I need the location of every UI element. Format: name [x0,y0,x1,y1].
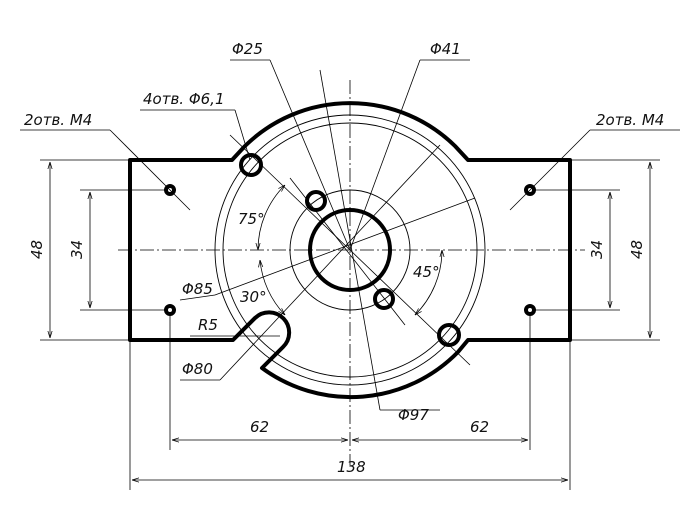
label-m4-right: 2отв. M4 [596,111,665,129]
center-lines [118,80,585,465]
circle-phi41 [289,189,411,311]
dim-62-left: 62 [250,418,270,436]
label-phi41: Φ41 [430,40,461,58]
label-phi97: Φ97 [398,406,429,424]
construction-circles [214,114,486,386]
label-r5: R5 [198,316,218,334]
label-phi85: Φ85 [182,280,213,298]
dim-62-right: 62 [470,418,490,436]
dimension-lines [40,159,660,490]
main-bore [308,208,392,292]
label-angle-75: 75° [238,210,265,228]
label-phi25: Φ25 [232,40,263,58]
angle-arcs [258,185,442,315]
dim-48-right: 48 [628,239,647,260]
label-angle-30: 30° [240,288,267,306]
label-m4-left: 2отв. M4 [24,111,93,129]
label-phi80: Φ80 [182,360,213,378]
circle-phi85 [214,114,486,386]
part-outline [128,101,572,400]
dim-48-left: 48 [28,239,47,260]
dim-34-left: 34 [68,239,87,260]
leader-lines [20,59,680,411]
dim-34-right: 34 [588,239,607,260]
label-angle-45: 45° [413,263,440,281]
dim-138: 138 [337,458,366,476]
circle-phi80 [222,122,478,378]
label-4-holes: 4отв. Φ6,1 [143,90,225,108]
